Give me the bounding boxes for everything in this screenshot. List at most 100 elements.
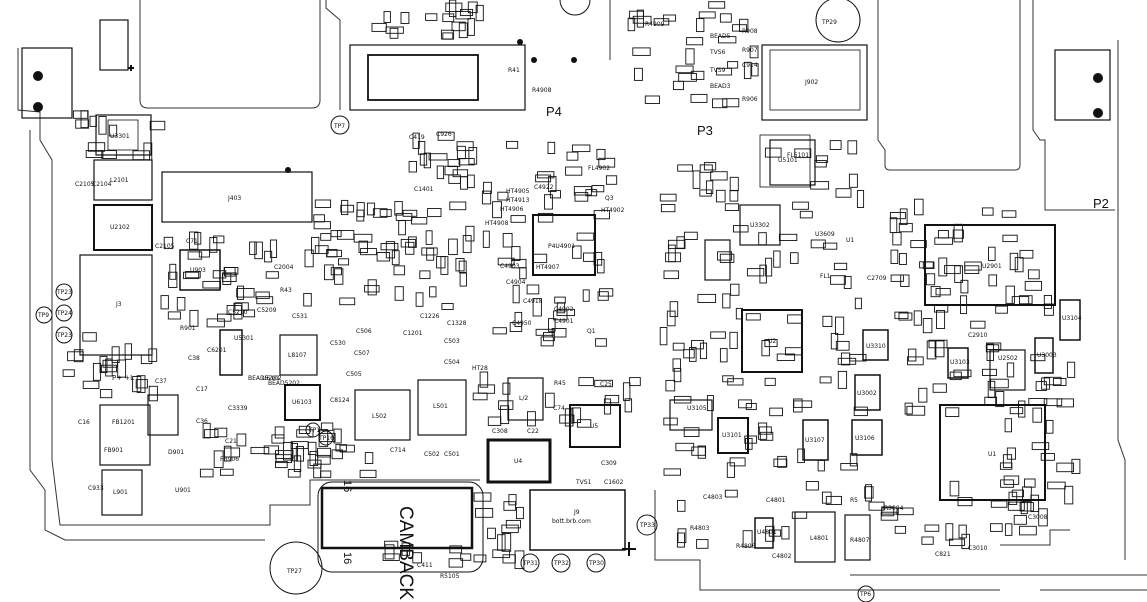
smd-pad xyxy=(691,446,706,456)
smd-pad xyxy=(194,232,202,245)
label-r4803: R4803 xyxy=(690,525,710,532)
label-tp1: TP1 xyxy=(308,427,320,434)
smd-pad xyxy=(483,181,492,194)
smd-pad xyxy=(749,45,759,59)
smd-pad xyxy=(559,414,575,424)
smd-pad xyxy=(1005,285,1015,304)
smd-pad xyxy=(412,552,423,564)
smd-pad xyxy=(448,0,457,18)
smd-pad xyxy=(1000,479,1015,488)
smd-pad xyxy=(849,453,858,467)
label-tp23b: TP23 xyxy=(56,332,72,339)
label-tp7: TP7 xyxy=(333,123,345,130)
smd-pad xyxy=(532,298,542,317)
smd-pad xyxy=(735,307,743,320)
smd-pad xyxy=(448,174,461,184)
label-c1602: C1602 xyxy=(604,479,624,486)
smd-pad xyxy=(1014,257,1024,273)
smd-pad xyxy=(473,492,492,502)
label-tp33: TP33 xyxy=(639,522,655,529)
label-tvs59: TVS9 xyxy=(709,67,726,74)
smd-pad xyxy=(944,265,961,275)
smd-pad xyxy=(745,437,753,450)
smd-pad xyxy=(99,355,108,374)
smd-pad xyxy=(890,274,904,282)
smd-pad xyxy=(376,252,391,262)
smd-pad xyxy=(746,268,765,277)
smd-pad xyxy=(307,441,317,456)
smd-pad xyxy=(899,208,908,226)
smd-pad xyxy=(254,241,263,260)
label-c5210: C5210 xyxy=(228,309,248,316)
smd-pad xyxy=(487,527,496,540)
smd-pad xyxy=(949,371,962,381)
smd-pad xyxy=(429,286,437,298)
smd-pad xyxy=(597,291,609,301)
label-c22: C22 xyxy=(527,428,539,435)
smd-pad xyxy=(904,402,913,415)
label-u4: U4 xyxy=(514,458,522,465)
smd-pad xyxy=(880,511,899,521)
smd-pad xyxy=(683,427,700,437)
smd-pad xyxy=(719,13,732,23)
smd-pad xyxy=(981,207,994,216)
smd-pad xyxy=(627,17,636,32)
smd-pad xyxy=(768,529,782,537)
label-u3103: U3103 xyxy=(950,359,970,366)
smd-pad xyxy=(742,530,753,548)
smd-pad xyxy=(475,508,494,518)
smd-pad xyxy=(213,450,224,468)
label-u2502: U2502 xyxy=(998,355,1018,362)
smd-pad xyxy=(393,265,406,276)
smd-pad xyxy=(898,312,913,321)
label-u901: U901 xyxy=(175,487,191,494)
smd-pad xyxy=(953,369,972,378)
smd-pad xyxy=(532,253,548,264)
label-ht4905: HT4905 xyxy=(506,188,530,195)
smd-pad xyxy=(514,311,523,327)
smd-pad xyxy=(189,231,199,250)
smd-pad xyxy=(223,445,232,462)
smd-pad xyxy=(1045,419,1054,434)
smd-pad xyxy=(881,507,899,515)
smd-field xyxy=(62,0,1081,570)
smd-pad xyxy=(765,257,773,277)
smd-pad xyxy=(583,252,597,262)
camback-num-top: 16 xyxy=(341,480,353,492)
smd-pad xyxy=(537,212,554,223)
smd-pad xyxy=(696,539,709,549)
label-c4904: C4904 xyxy=(506,279,526,286)
label-j3: J3 xyxy=(115,301,122,308)
smd-pad xyxy=(501,533,512,552)
smd-pad xyxy=(449,545,463,554)
smd-pad xyxy=(527,411,536,427)
smd-pad xyxy=(379,209,392,217)
smd-pad xyxy=(924,524,940,532)
label-tp32: TP32 xyxy=(553,560,569,567)
smd-pad xyxy=(394,286,404,301)
smd-pad xyxy=(425,230,433,245)
smd-pad xyxy=(458,158,475,166)
smd-pad xyxy=(1008,491,1018,505)
smd-pad xyxy=(1006,362,1015,378)
smd-pad xyxy=(313,214,325,223)
label-u2901: U2901 xyxy=(982,263,1002,270)
smd-pad xyxy=(304,249,314,268)
smd-pad xyxy=(660,204,676,213)
label-u6102: U6102 xyxy=(262,375,282,382)
smd-pad xyxy=(101,150,117,159)
smd-pad xyxy=(685,48,695,65)
label-ht4913: HT4913 xyxy=(506,197,530,204)
label-c714: C714 xyxy=(390,447,406,454)
smd-pad xyxy=(988,274,998,287)
smd-pad xyxy=(634,67,643,81)
smd-pad xyxy=(168,271,178,288)
smd-pad xyxy=(383,11,391,23)
smd-pad xyxy=(117,359,127,378)
smd-pad xyxy=(787,314,803,324)
smd-pad xyxy=(440,29,455,40)
smd-pad xyxy=(314,245,329,255)
smd-pad xyxy=(598,157,616,168)
label-c38: C38 xyxy=(188,355,200,362)
smd-pad xyxy=(149,120,166,131)
